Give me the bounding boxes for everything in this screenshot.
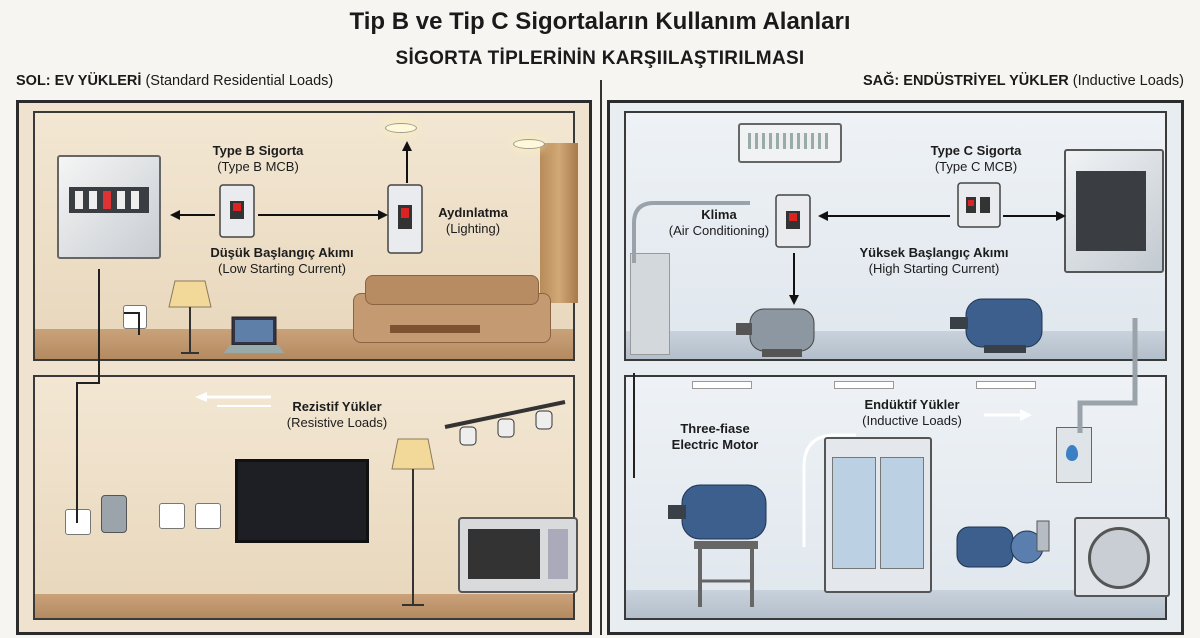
type-b-label: Type B Sigorta (Type B MCB) (203, 143, 313, 176)
industrial-floor: Three-fiase Electric Motor Endüktif Yükl… (624, 375, 1170, 620)
motor-line2: Electric Motor (671, 437, 759, 453)
type-c-label: Type C Sigorta (Type C MCB) (906, 143, 1046, 176)
fluorescent-light-icon (834, 381, 894, 389)
outdoor-ac-unit-icon (1074, 517, 1170, 597)
curtain (540, 143, 578, 303)
ceiling-ac-unit-icon (738, 123, 842, 163)
resistive-label: Rezistif Yükler (Resistive Loads) (267, 399, 407, 432)
floor-lamp-icon (391, 438, 435, 606)
right-side-label-bold: SAĞ: ENDÜSTRİYEL YÜKLER (863, 73, 1069, 89)
wiring-icon (632, 201, 1138, 478)
klima-main: Klima (701, 207, 737, 222)
industrial-building: Type C Sigorta (Type C MCB) Klima (Air C… (607, 100, 1184, 635)
sofa-back (365, 275, 539, 305)
lighting-main: Aydınlatma (438, 205, 508, 220)
motor-line1: Three-fiase (680, 421, 750, 436)
wall-socket-icon (159, 503, 185, 529)
ceiling-light-icon (513, 139, 545, 149)
wall-socket-icon (123, 305, 147, 329)
klima-mcb-icon (775, 194, 811, 248)
motor-label: Three-fiase Electric Motor (660, 421, 770, 454)
ceiling-light-icon (385, 123, 417, 133)
refrigerator-icon (824, 437, 932, 593)
water-pump-icon (956, 520, 1050, 568)
coffee-table-icon (390, 325, 480, 333)
type-c-main: Type C Sigorta (930, 143, 1022, 158)
arrow-up-icon (402, 141, 412, 183)
left-side-label: SOL: EV YÜKLERİ (Standard Residential Lo… (16, 73, 333, 89)
distribution-panel-icon (57, 155, 161, 259)
high-current-sub: (High Starting Current) (868, 261, 1000, 277)
low-current-label: Düşük Başlangıç Akımı (Low Starting Curr… (197, 245, 367, 278)
low-current-sub: (Low Starting Current) (218, 261, 346, 277)
floor-lamp-icon (168, 280, 212, 354)
arrow-icon (818, 211, 1066, 221)
page-title: Tip B ve Tip C Sigortaların Kullanım Ala… (349, 8, 851, 35)
three-phase-motor-icon (668, 484, 767, 607)
microwave-icon (458, 517, 578, 593)
lighting-sub: (Lighting) (445, 221, 501, 237)
adapter-icon (101, 495, 127, 533)
hvac-room: Type C Sigorta (Type C MCB) Klima (Air C… (624, 111, 1167, 361)
inductive-label: Endüktif Yükler (Inductive Loads) (842, 397, 982, 430)
wiring-icon (76, 269, 140, 523)
laptop-icon (224, 316, 284, 353)
left-side-label-note: (Standard Residential Loads) (145, 73, 334, 89)
klima-label: Klima (Air Conditioning) (656, 207, 782, 240)
lighting-label: Aydınlatma (Lighting) (431, 205, 515, 238)
left-side-label-bold: SOL: EV YÜKLERİ (16, 73, 142, 89)
type-b-sub: (Type B MCB) (217, 159, 299, 175)
type-b-mcb-icon (219, 184, 255, 238)
right-side-label: SAĞ: ENDÜSTRİYEL YÜKLER (Inductive Loads… (863, 73, 1184, 89)
residential-house: Type B Sigorta (Type B MCB) Aydınlatma (… (16, 100, 592, 635)
right-side-label-note: (Inductive Loads) (1072, 73, 1184, 89)
tv-room-floor (35, 594, 573, 618)
inductive-main: Endüktif Yükler (864, 397, 960, 412)
type-c-mcb-icon (957, 182, 1001, 228)
type-c-sub: (Type C MCB) (934, 159, 1018, 175)
page-subtitle: SİGORTA TİPLERİNİN KARŞIILAŞTIRILMASI (395, 48, 805, 69)
living-room: Type B Sigorta (Type B MCB) Aydınlatma (… (33, 111, 578, 361)
lighting-mcb-icon (387, 184, 423, 254)
column-icon (630, 253, 670, 355)
high-current-label: Yüksek Başlangıç Akımı (High Starting Cu… (844, 245, 1024, 278)
distribution-panel-icon (1064, 149, 1164, 273)
fluorescent-light-icon (692, 381, 752, 389)
resistive-sub: (Resistive Loads) (286, 415, 388, 431)
arrow-icon (170, 210, 388, 220)
electric-motor-icon (736, 308, 815, 357)
track-lights-icon (444, 400, 566, 446)
wall-socket-icon (195, 503, 221, 529)
low-current-main: Düşük Başlangıç Akımı (210, 245, 354, 260)
center-divider (600, 80, 602, 635)
arrow-down-icon (789, 253, 799, 305)
resistive-main: Rezistif Yükler (292, 399, 382, 414)
water-drop-icon (1066, 445, 1078, 461)
fluorescent-light-icon (976, 381, 1036, 389)
electric-motor-icon (950, 298, 1043, 353)
type-b-main: Type B Sigorta (212, 143, 304, 158)
tv-room: Rezistif Yükler (Resistive Loads) (33, 375, 578, 620)
hvac-room-floor (626, 331, 1165, 359)
television-icon (235, 459, 369, 543)
airflow-arrows-icon (802, 409, 1032, 547)
high-current-main: Yüksek Başlangıç Akımı (859, 245, 1009, 260)
airflow-arrows-icon (195, 392, 271, 407)
klima-sub: (Air Conditioning) (668, 223, 770, 239)
inductive-sub: (Inductive Loads) (862, 413, 962, 429)
